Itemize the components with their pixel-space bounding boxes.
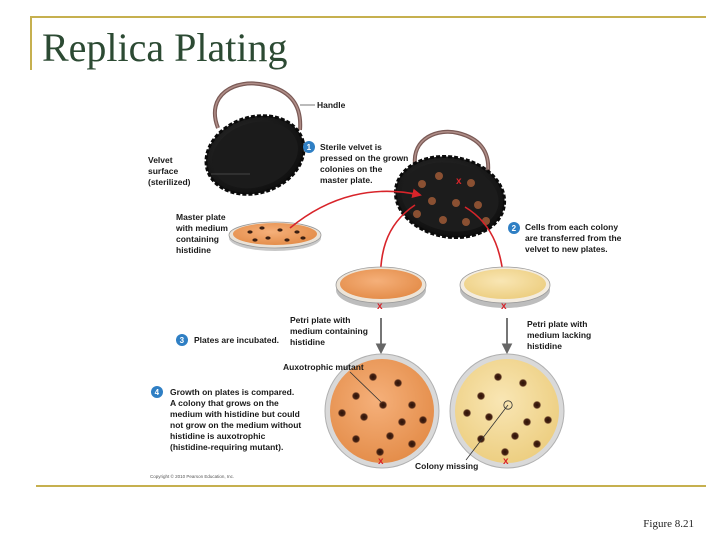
petri-with-label-line3: histidine (290, 337, 325, 347)
result-with-missing-mark: x (378, 456, 384, 467)
step4-text-line4: not grow on the medium without (170, 420, 301, 430)
result-lacking-missing-mark: x (503, 456, 509, 467)
petri-lacking-label-line2: medium lacking (527, 330, 591, 340)
step4-text-line5: histidine is auxotrophic (170, 431, 266, 441)
step-badge-4 (151, 386, 163, 398)
arrow-master-to-velvet (289, 188, 422, 229)
velvet-label-line3: (sterilized) (148, 177, 191, 187)
master-plate (228, 221, 322, 251)
step-number-1: 1 (307, 143, 312, 152)
step2-text-line1: Cells from each colony (525, 222, 618, 232)
step-number-2: 2 (512, 224, 517, 233)
step2-text-line2: are transferred from the (525, 233, 622, 243)
colony-missing-pointer (465, 404, 509, 461)
master-plate-label-line4: histidine (176, 245, 211, 255)
velvet-tool-right (393, 129, 507, 240)
bottom-rule (36, 485, 706, 487)
figure-label: Figure 8.21 (643, 518, 694, 530)
step4-text-line3: medium with histidine but could (170, 409, 300, 419)
handle-label: Handle (317, 100, 346, 110)
velvet-label-line2: surface (148, 166, 179, 176)
plate-with-histidine (335, 266, 427, 308)
step-badge-3 (176, 334, 188, 346)
step1-text-line3: colonies on the (320, 164, 383, 174)
auxotrophic-mutant-label: Auxotrophic mutant (283, 362, 364, 372)
velvet-tool-left (204, 81, 306, 196)
petri-with-label-line2: medium containing (290, 326, 368, 336)
step1-text-line2: pressed on the grown (320, 153, 408, 163)
step-badge-1 (303, 141, 315, 153)
master-plate-label-line1: Master plate (176, 212, 226, 222)
step4-text-line2: A colony that grows on the (170, 398, 279, 408)
step4-text-line1: Growth on plates is compared. (170, 387, 294, 397)
step3-text: Plates are incubated. (194, 335, 279, 345)
step-number-3: 3 (180, 336, 185, 345)
result-plate-with-histidine (324, 353, 440, 469)
top-rule (30, 16, 706, 18)
title-accent-bar (30, 16, 32, 70)
velvet-label-line1: Velvet (148, 155, 173, 165)
master-plate-label-line2: with medium (175, 223, 228, 233)
missing-colony-outline (503, 400, 513, 410)
master-plate-label-line3: containing (176, 234, 219, 244)
result-plate-lacking-histidine (449, 353, 565, 469)
step4-text-line6: (histidine-requiring mutant). (170, 442, 283, 452)
step1-text-line4: master plate. (320, 175, 372, 185)
petri-with-label-line1: Petri plate with (290, 315, 350, 325)
colony-missing-label: Colony missing (415, 461, 478, 471)
velvet-missing-mark: x (456, 176, 462, 187)
slide-title: Replica Plating (42, 25, 288, 70)
copyright-notice: Copyright © 2010 Pearson Education, Inc. (150, 473, 234, 479)
plate-with-missing-mark: x (377, 301, 383, 312)
plate-lacking-histidine (459, 266, 551, 308)
step-number-4: 4 (155, 388, 160, 397)
petri-lacking-label-line1: Petri plate with (527, 319, 587, 329)
auxotrophic-pointer (349, 371, 382, 403)
step2-text-line3: velvet to new plates. (525, 244, 608, 254)
plate-lacking-missing-mark: x (501, 301, 507, 312)
step1-text-line1: Sterile velvet is (320, 142, 382, 152)
step-badge-2 (508, 222, 520, 234)
petri-lacking-label-line3: histidine (527, 341, 562, 351)
